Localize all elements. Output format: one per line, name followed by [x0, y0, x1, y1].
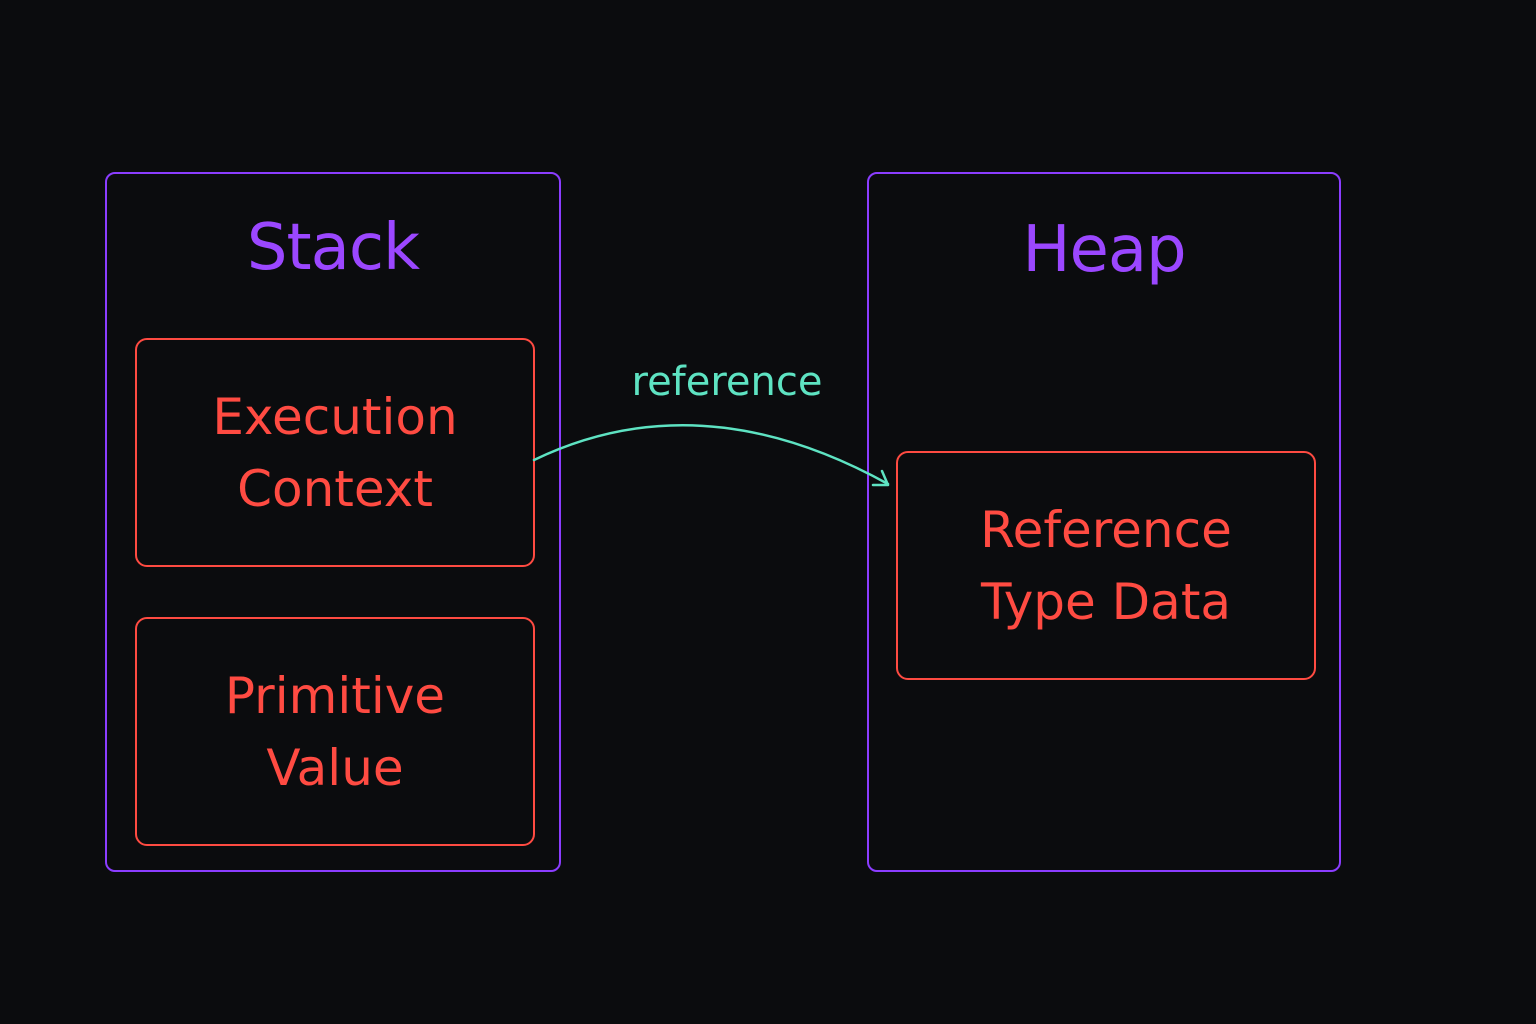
reference-arrow-head — [871, 469, 890, 487]
heap-region: Heap Reference Type Data — [867, 172, 1341, 872]
execution-context-block: Execution Context — [135, 338, 535, 567]
stack-title: Stack — [246, 211, 420, 285]
primitive-value-block: Primitive Value — [135, 617, 535, 846]
execution-context-line1: Execution — [212, 387, 458, 446]
execution-context-line2: Context — [237, 459, 433, 518]
stack-region: Stack Execution Context Primitive Value — [105, 172, 561, 872]
primitive-value-line2: Value — [266, 738, 404, 797]
reference-type-data-line1: Reference — [980, 500, 1232, 559]
reference-arrow-curve — [532, 424, 890, 486]
reference-type-data-block: Reference Type Data — [896, 451, 1316, 680]
reference-label: reference — [631, 359, 823, 405]
primitive-value-line1: Primitive — [224, 666, 446, 725]
reference-type-data-line2: Type Data — [980, 572, 1232, 631]
heap-title: Heap — [1022, 213, 1186, 287]
